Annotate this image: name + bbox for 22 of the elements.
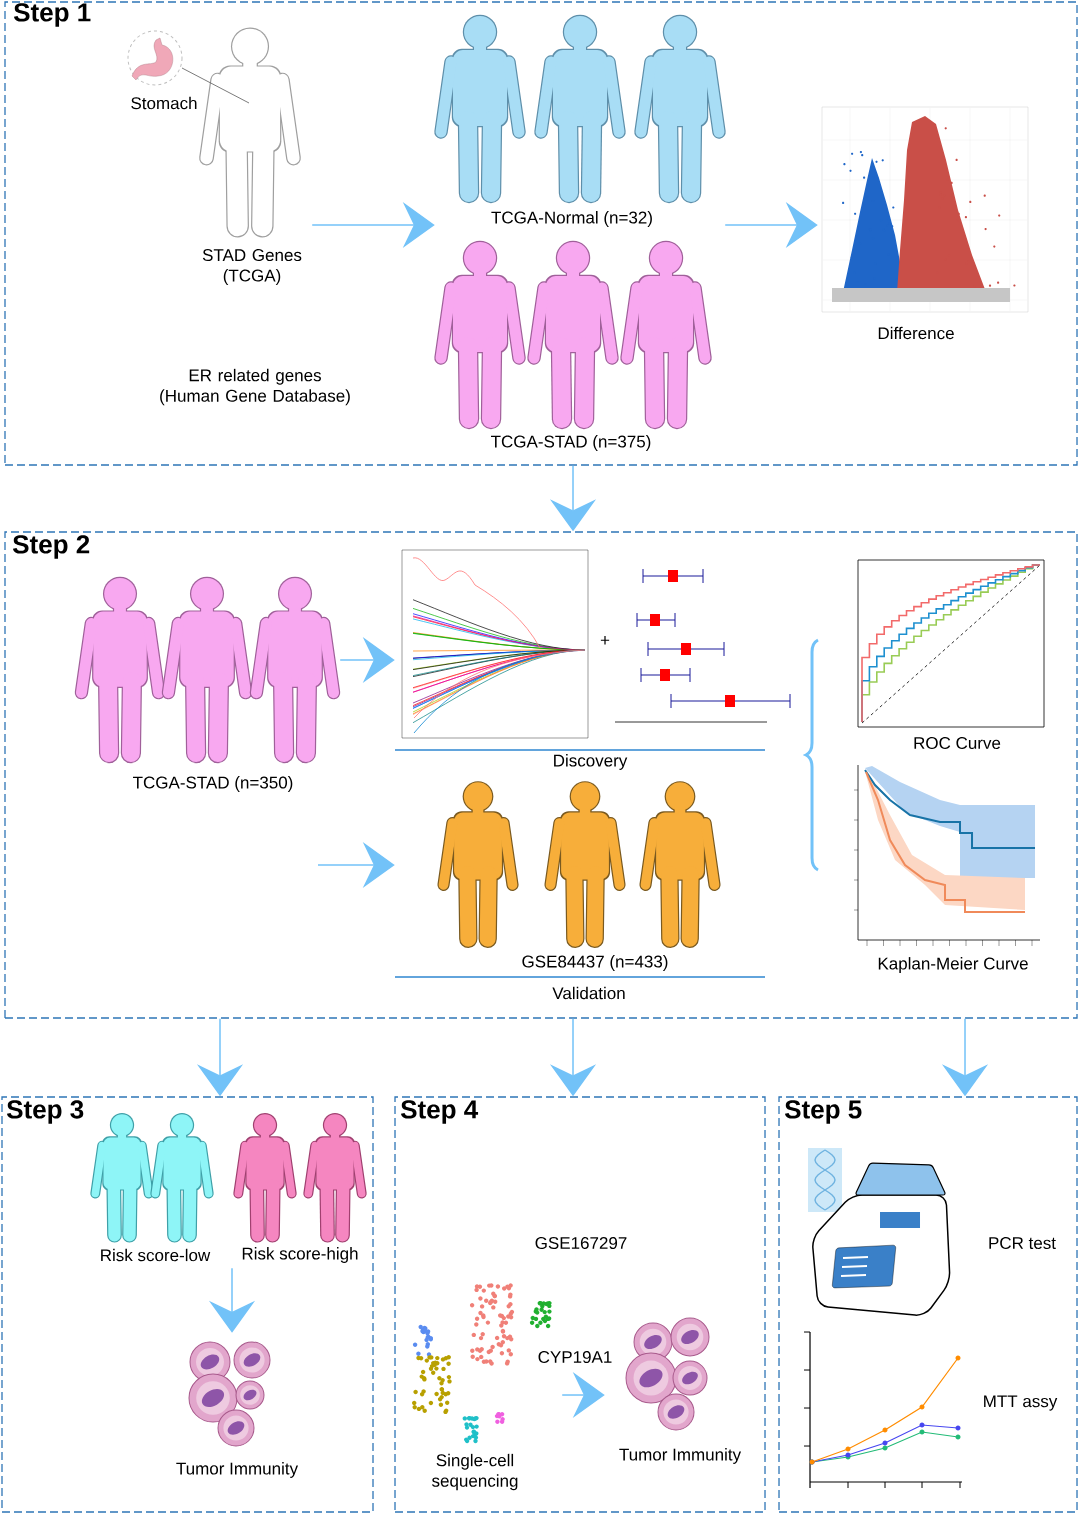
caption-text: GSE167297 bbox=[535, 1237, 627, 1250]
caption-text: Tumor Immunity bbox=[619, 1448, 742, 1464]
caption-text: MTT assy bbox=[984, 1395, 1058, 1411]
part-label: Stomach bbox=[131, 96, 197, 110]
caption-text: Difference bbox=[878, 326, 954, 340]
caption-text: ROC Curve bbox=[914, 737, 1001, 750]
caption-text: ER related genes (Human Gene Database) bbox=[160, 368, 350, 406]
caption-text: Single-cell sequencing bbox=[432, 1453, 518, 1491]
edge-label: CYP19A1 bbox=[536, 1350, 614, 1365]
part-label: + bbox=[600, 636, 610, 645]
caption-text: STAD Genes (TCGA) bbox=[202, 249, 302, 285]
caption-text: Validation bbox=[552, 986, 625, 1000]
caption-text: Risk score-high bbox=[242, 1247, 358, 1263]
caption-text: TCGA-STAD (n=375) bbox=[491, 435, 651, 451]
caption-text: PCR test bbox=[989, 1237, 1056, 1250]
caption-text: GSE84437 (n=433) bbox=[522, 955, 668, 971]
caption-text: TCGA-STAD (n=350) bbox=[133, 776, 293, 792]
caption-text: Tumor Immunity bbox=[176, 1462, 299, 1478]
caption-text: TCGA-Normal (n=32) bbox=[491, 211, 652, 227]
caption-text: Kaplan-Meier Curve bbox=[878, 957, 1028, 973]
caption-text: Discovery bbox=[554, 754, 628, 770]
caption-text: Risk score-low bbox=[101, 1248, 211, 1262]
